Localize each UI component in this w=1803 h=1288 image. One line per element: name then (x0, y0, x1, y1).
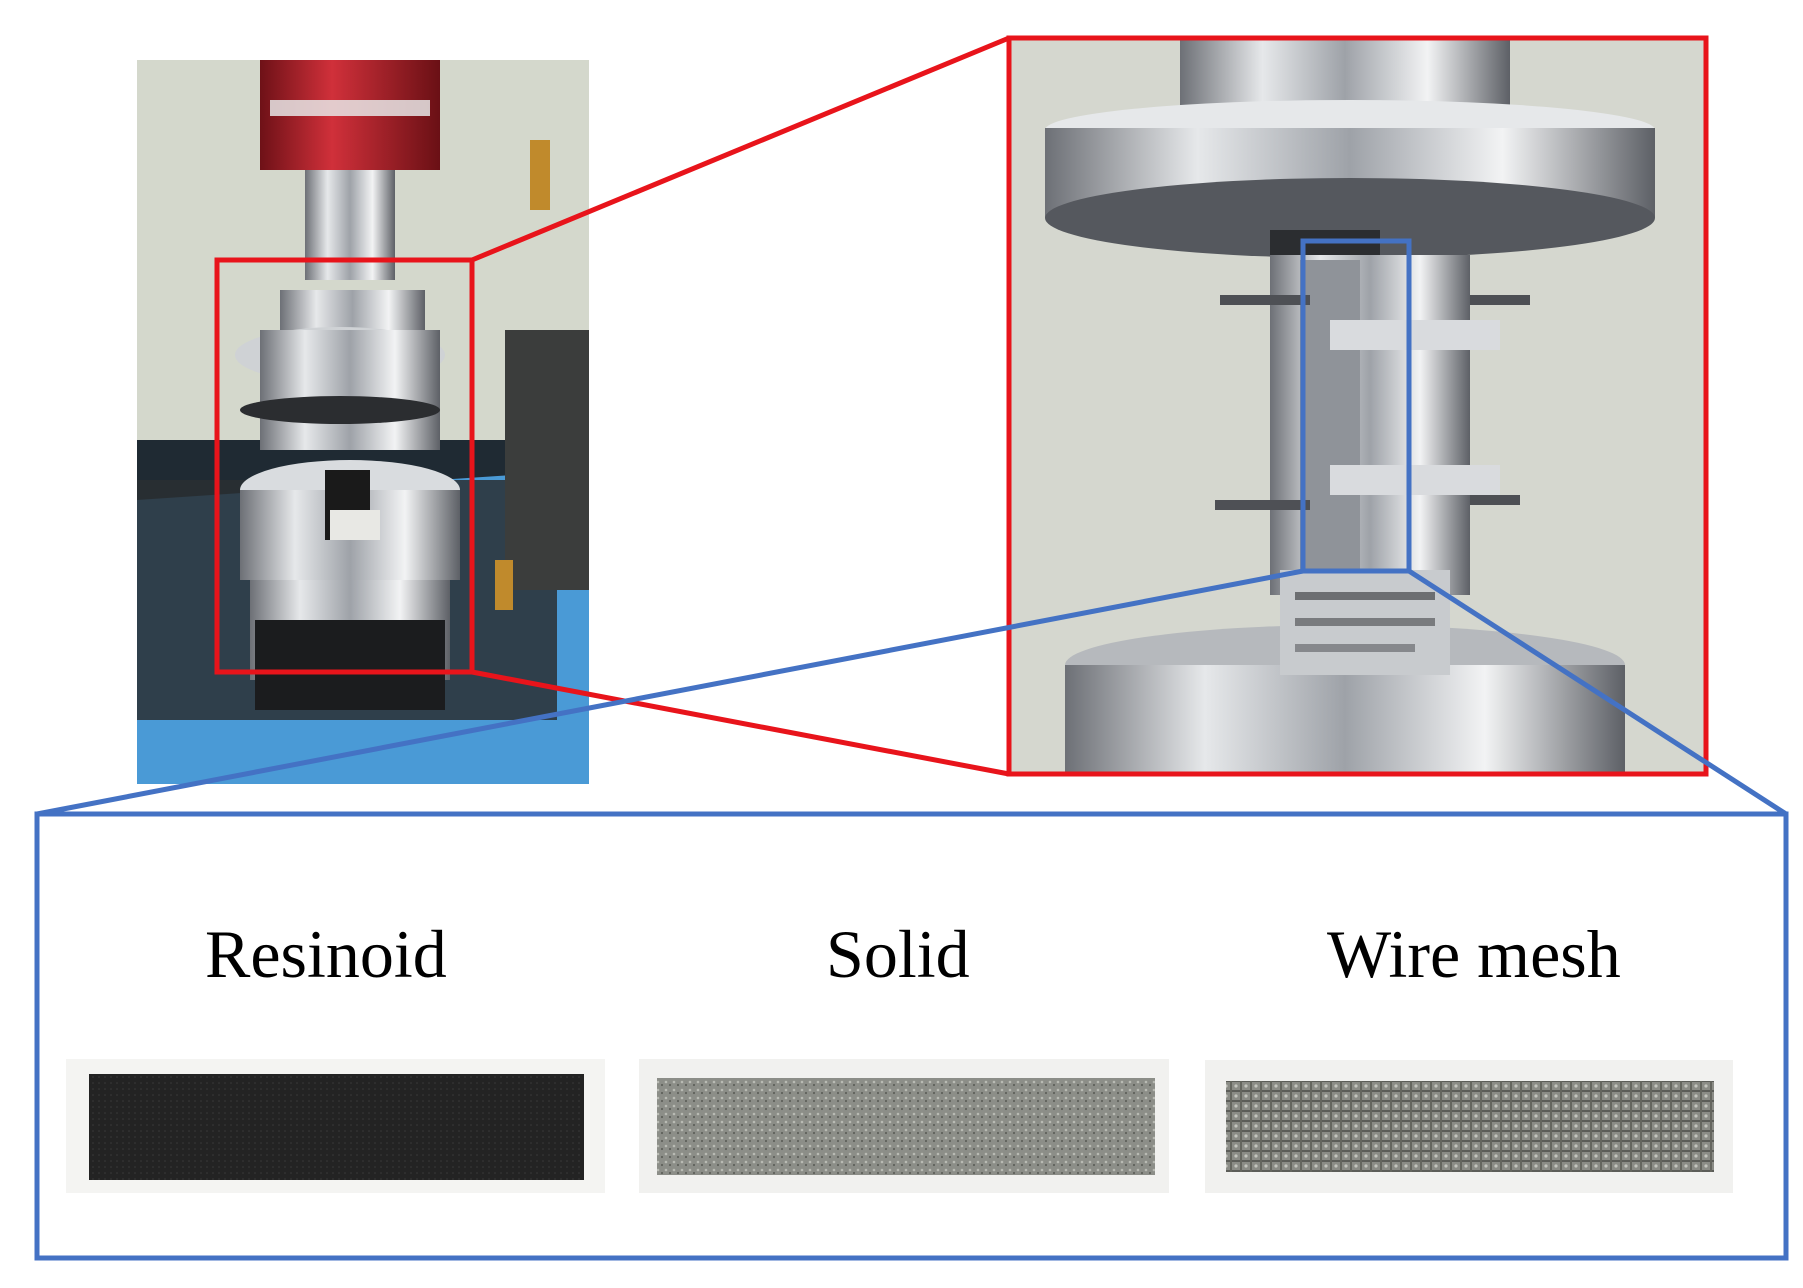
sample-label-resinoid: Resinoid (205, 916, 447, 992)
tensile-testing-machine-photo (137, 60, 589, 784)
sample-label-solid: Solid (826, 916, 970, 992)
sample-strip-solid (639, 1059, 1169, 1193)
sample-strip-wire-mesh (1205, 1060, 1733, 1193)
red-zoom-indicator (214, 35, 1709, 777)
blue-zoom-indicator (34, 238, 1789, 1261)
sample-label-wire-mesh: Wire mesh (1327, 916, 1621, 992)
grip-fixture-closeup-photo (1009, 38, 1706, 774)
sample-strip-resinoid (66, 1059, 605, 1193)
